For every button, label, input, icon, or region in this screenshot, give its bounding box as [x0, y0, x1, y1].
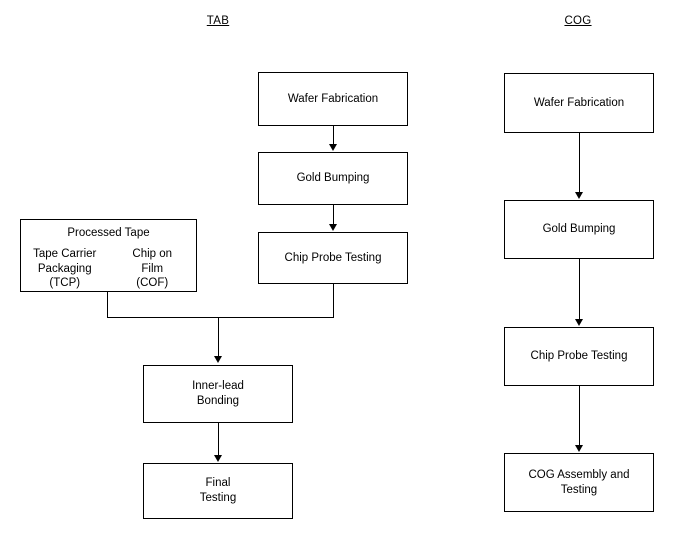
node-label: Chip Probe Testing	[530, 350, 628, 363]
node-label: COG Assembly and Testing	[528, 468, 630, 496]
processed-tape-option-cof[interactable]: Chip on Film (COF)	[132, 247, 173, 290]
node-label: Wafer Fabrication	[533, 96, 625, 109]
arrowhead-tab-chip-probe	[329, 224, 337, 231]
node-cog-assembly-and-testing[interactable]: COG Assembly and Testing	[504, 453, 654, 512]
node-label: Gold Bumping	[296, 172, 370, 185]
connector-tab-gold-to-probe	[333, 205, 334, 224]
node-cog-chip-probe-testing[interactable]: Chip Probe Testing	[504, 327, 654, 386]
node-tab-wafer-fabrication[interactable]: Wafer Fabrication	[258, 72, 408, 126]
arrowhead-tab-final-testing	[214, 455, 222, 462]
node-cog-gold-bumping[interactable]: Gold Bumping	[504, 200, 654, 259]
node-label: Chip Probe Testing	[284, 251, 382, 264]
processed-tape-option-tcp[interactable]: Tape Carrier Packaging (TCP)	[33, 247, 97, 290]
node-label: Final Testing	[199, 477, 237, 504]
arrowhead-tab-inner-lead-bonding	[214, 356, 222, 363]
node-label: Gold Bumping	[542, 223, 616, 236]
node-label: Inner-lead Bonding	[192, 380, 244, 407]
node-tab-final-testing[interactable]: Final Testing	[143, 463, 293, 519]
arrowhead-cog-chip-probe	[575, 319, 583, 326]
connector-processed-tape-to-merge	[107, 292, 108, 318]
column-header-tab: TAB	[206, 15, 230, 27]
node-tab-inner-lead-bonding[interactable]: Inner-lead Bonding	[143, 365, 293, 423]
column-header-cog: COG	[564, 15, 592, 27]
connector-tab-probe-to-merge	[333, 284, 334, 318]
node-tab-chip-probe-testing[interactable]: Chip Probe Testing	[258, 232, 408, 284]
connector-cog-wafer-to-gold	[579, 133, 580, 193]
connector-tab-wafer-to-gold	[333, 126, 334, 145]
node-processed-tape[interactable]: Processed Tape Tape Carrier Packaging (T…	[20, 219, 197, 292]
node-tab-gold-bumping[interactable]: Gold Bumping	[258, 152, 408, 205]
processed-tape-title: Processed Tape	[67, 227, 150, 239]
connector-merge-bar	[107, 317, 334, 318]
node-label: Wafer Fabrication	[287, 92, 379, 105]
arrowhead-cog-gold-bumping	[575, 192, 583, 199]
arrowhead-cog-assembly	[575, 445, 583, 452]
connector-cog-gold-to-probe	[579, 259, 580, 319]
connector-tab-inner-to-final	[218, 423, 219, 456]
connector-cog-probe-to-assembly	[579, 386, 580, 446]
node-cog-wafer-fabrication[interactable]: Wafer Fabrication	[504, 73, 654, 133]
connector-merge-to-inner-lead	[218, 317, 219, 357]
processed-tape-options: Tape Carrier Packaging (TCP) Chip on Fil…	[21, 247, 196, 291]
arrowhead-tab-gold-bumping	[329, 144, 337, 151]
